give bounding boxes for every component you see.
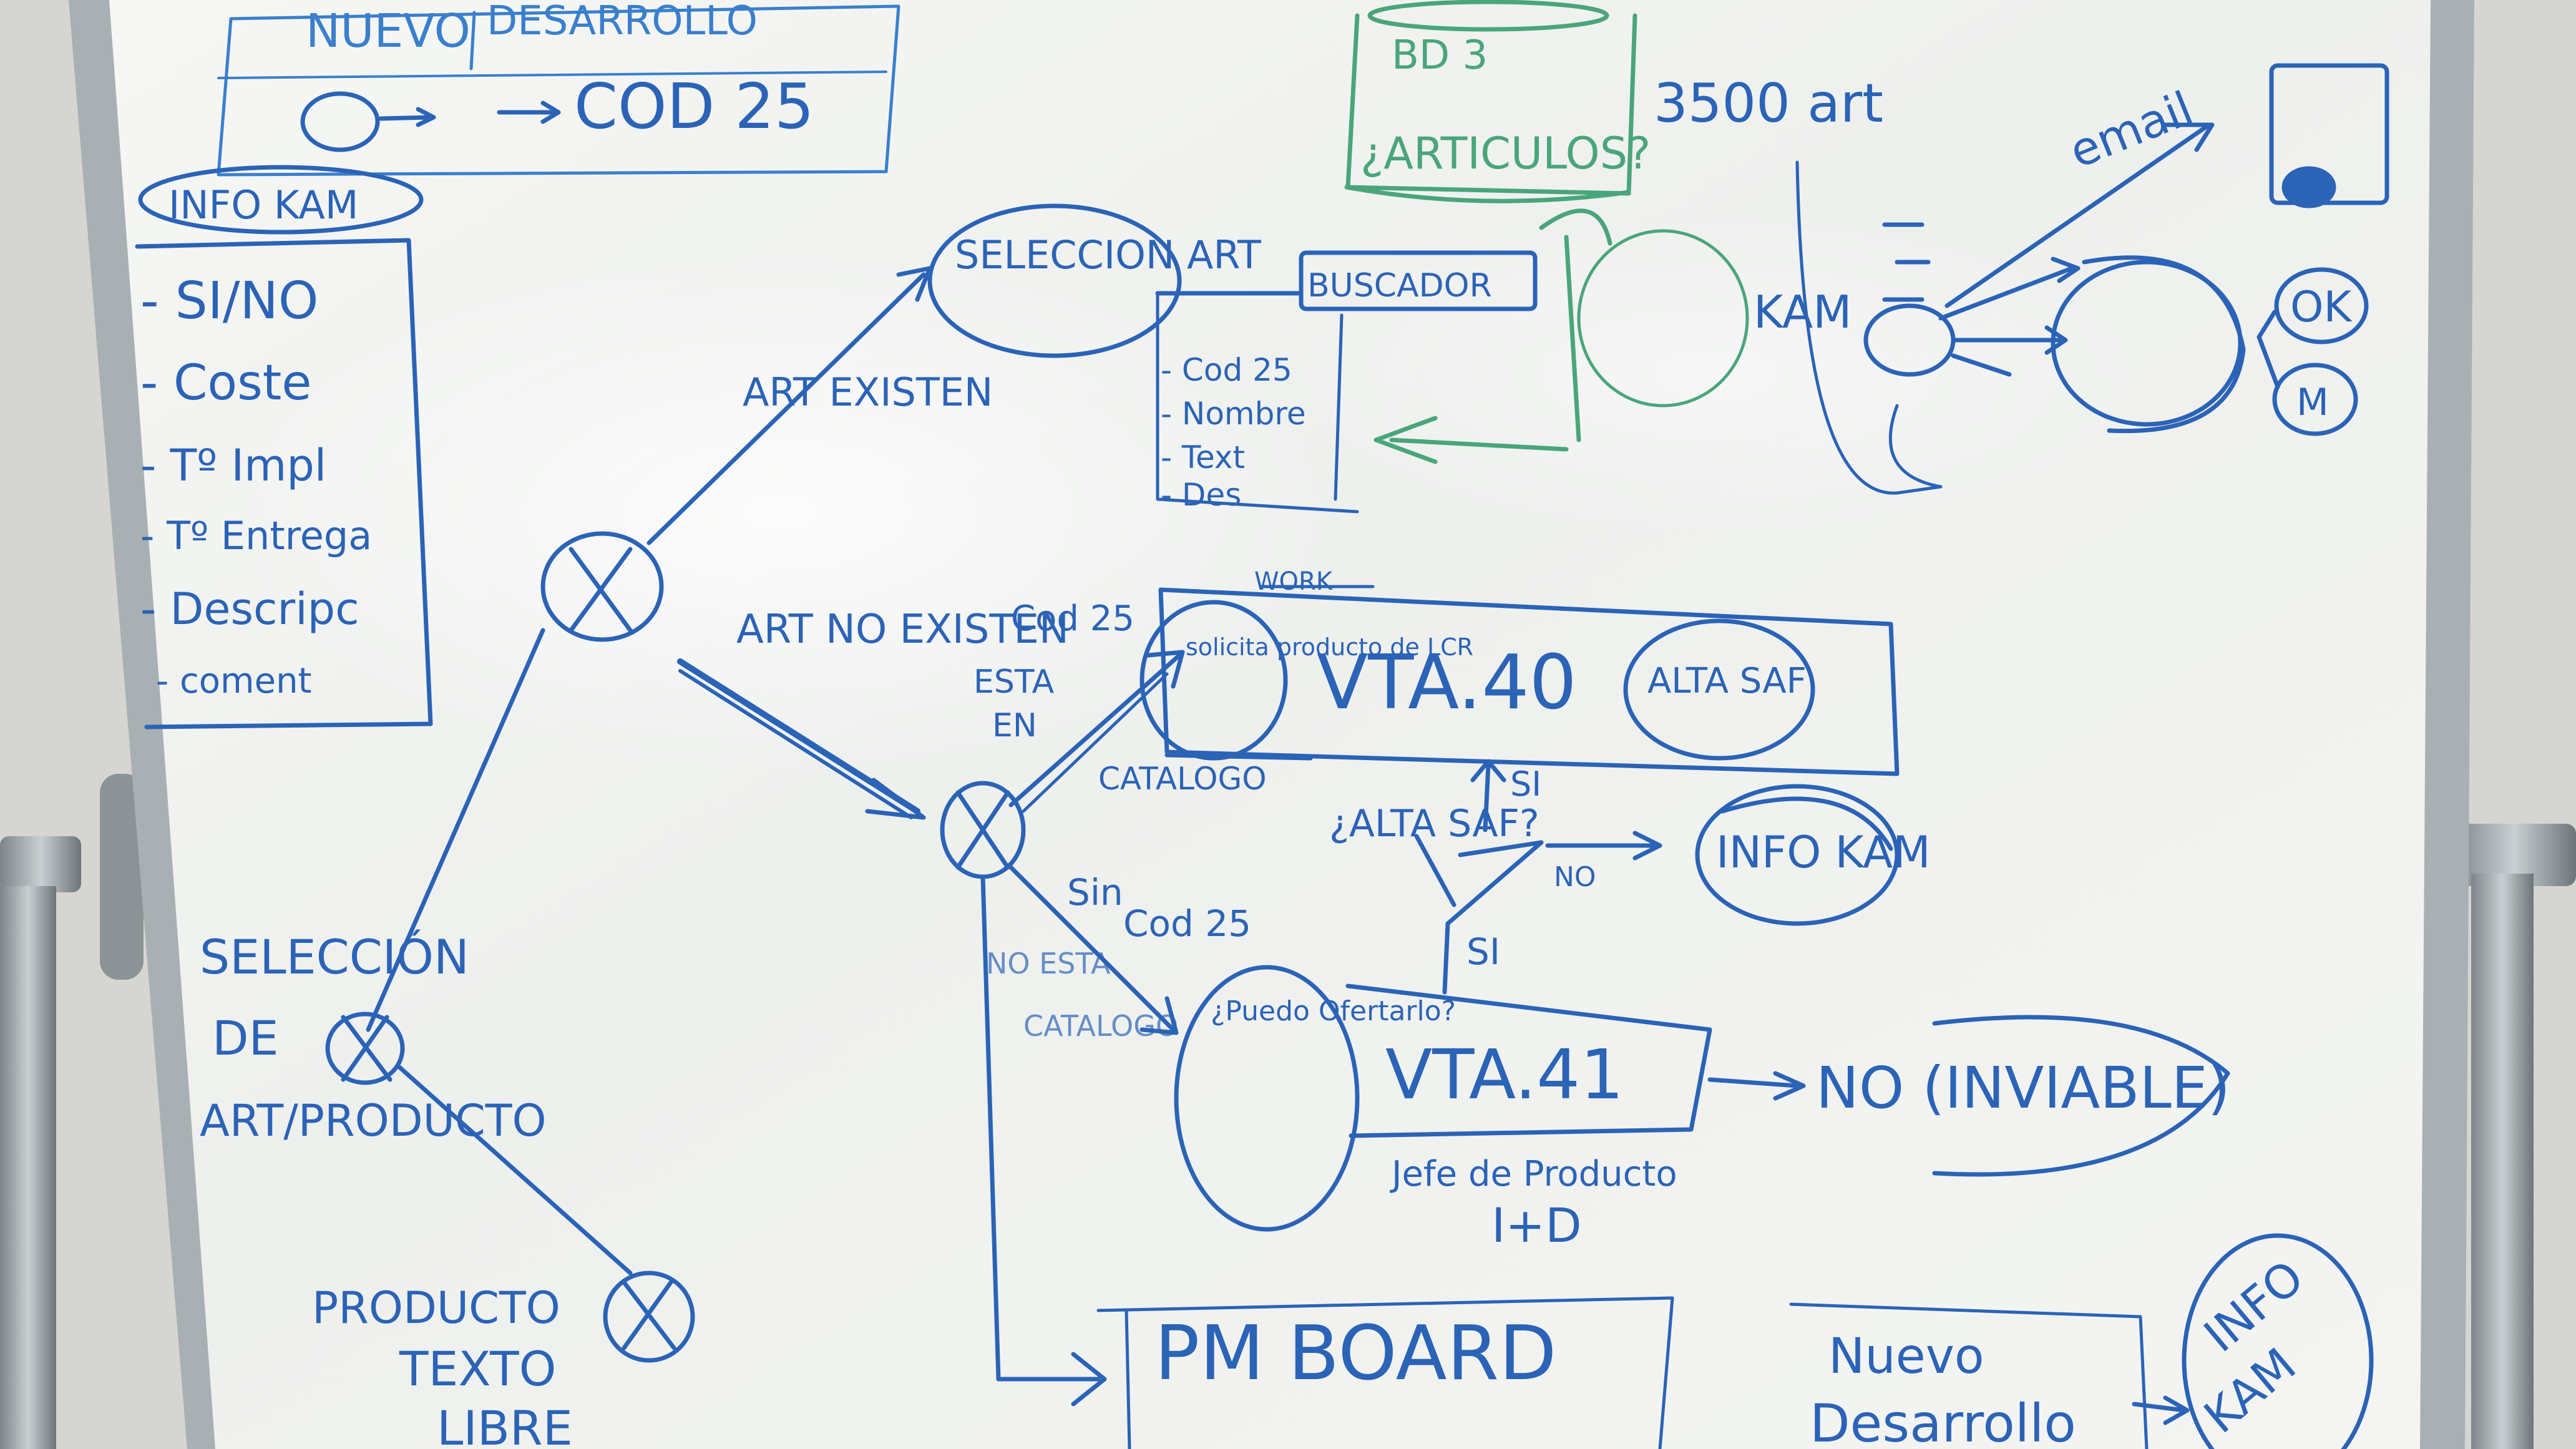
vta41-node xyxy=(1174,965,2230,1232)
alta-no: NO xyxy=(1554,861,1596,893)
info-kam-item-1: - SI/NO xyxy=(140,271,318,331)
green-arrow xyxy=(1373,208,1612,464)
cod25-line3: EN xyxy=(992,707,1037,744)
nuevo-desarrollo-line1: Nuevo xyxy=(1828,1329,1984,1385)
buscador-field-1: - Cod 25 xyxy=(1161,352,1292,388)
art-no-existen-label: ART NO EXISTEN xyxy=(736,607,1069,653)
info-kam-title: INFO KAM xyxy=(168,182,358,228)
alta-si-bottom: SI xyxy=(1466,930,1500,973)
stand-left xyxy=(0,774,144,1449)
seleccion-art-line2: DE xyxy=(212,1010,279,1066)
info-kam-item-6: - coment xyxy=(156,661,312,701)
vta40-solicita: solicita producto de LCR xyxy=(1186,633,1473,661)
sin-cod25-line2: Cod 25 xyxy=(1123,902,1251,945)
header-title-right: DESARROLLO xyxy=(487,0,758,44)
bd3-cylinder xyxy=(1344,0,1637,203)
bd3-question: ¿ARTICULOS? xyxy=(1360,128,1651,179)
buscador-node xyxy=(1155,250,1538,514)
sin-cod25-line4: CATALOGO xyxy=(1023,1009,1178,1043)
kam-diagram xyxy=(1577,63,2389,495)
bd3-label: BD 3 xyxy=(1392,32,1488,79)
header-title-left: NUEVO xyxy=(306,4,471,58)
vta40-node xyxy=(1139,585,1900,776)
vta41-jefe: Jefe de Producto xyxy=(1390,1154,1677,1194)
header-box xyxy=(217,4,900,177)
bd3-count: 3500 art xyxy=(1654,72,1883,135)
producto-line1: PRODUCTO xyxy=(312,1282,560,1334)
buscador-field-4: - Des xyxy=(1161,477,1241,513)
sin-cod25-line1: Sin xyxy=(1067,871,1123,914)
vta40-alta-saf: ALTA SAF xyxy=(1647,661,1807,701)
glare-2 xyxy=(1279,212,2153,537)
alta-si-top: SI xyxy=(1510,764,1541,804)
pm-board-label: PM BOARD xyxy=(1154,1310,1556,1397)
kam-label: KAM xyxy=(1754,286,1852,338)
alta-question: ¿ALTA SAF? xyxy=(1329,802,1539,846)
buscador-field-3: - Text xyxy=(1161,439,1245,476)
seleccion-label: SELECCION ART xyxy=(955,232,1262,278)
vta41-puedo: ¿Puedo Ofertarlo? xyxy=(1211,995,1456,1027)
kam-ok: OK xyxy=(2290,283,2353,332)
decision-x-center xyxy=(940,650,1185,1407)
info-kam-item-5: - Descripc xyxy=(140,583,359,635)
art-existen-label: ART EXISTEN xyxy=(743,369,993,415)
pm-board-node xyxy=(1096,1296,1674,1449)
info-kam-item-2: - Coste xyxy=(140,355,311,411)
producto-line3: LIBRE xyxy=(437,1400,573,1449)
nuevo-desarrollo-line2: Desarrollo xyxy=(1810,1393,2076,1449)
decision-x-left xyxy=(366,266,932,1032)
vta40-label: VTA.40 xyxy=(1317,640,1577,726)
stand-right xyxy=(2406,764,2576,1449)
vta41-id: I+D xyxy=(1491,1198,1582,1253)
kam-m: M xyxy=(2296,381,2329,424)
vta40-work: WORK xyxy=(1254,567,1334,596)
info-kam-right: INFO KAM xyxy=(1716,827,1931,878)
vta41-label: VTA.41 xyxy=(1385,1035,1624,1115)
info-kam-item-4: - Tº Entrega xyxy=(140,513,372,559)
glare xyxy=(218,250,1342,774)
decision-x-bottom xyxy=(325,1012,695,1363)
info-kam-item-3: - Tº Impl xyxy=(140,440,326,491)
producto-line2: TEXTO xyxy=(399,1341,556,1397)
seleccion-art-line3: ART/PRODUCTO xyxy=(200,1095,547,1146)
cod25-line2: ESTA xyxy=(973,663,1055,701)
vta41-result: NO (INVIABLE) xyxy=(1816,1055,2230,1121)
alta-saf-diamond xyxy=(1414,759,1900,995)
cod25-line4: CATALOGO xyxy=(1098,761,1267,797)
header-cod: COD 25 xyxy=(574,70,814,143)
seleccion-art-line1: SELECCIÓN xyxy=(200,929,469,985)
buscador-label: BUSCADOR xyxy=(1307,267,1492,305)
buscador-field-2: - Nombre xyxy=(1161,396,1306,432)
sin-cod25-line3: NO ESTA xyxy=(986,947,1111,980)
seleccion-node xyxy=(927,203,1182,358)
cod25-label: Cod 25 xyxy=(1011,598,1134,639)
art-no-existen-arrow xyxy=(677,658,926,820)
info-kam-left xyxy=(135,165,433,729)
nuevo-desarrollo-node xyxy=(1789,1233,2374,1449)
board-text: NUEVO DESARROLLO COD 25 BD 3 ¿ARTICULOS?… xyxy=(140,0,2353,1449)
